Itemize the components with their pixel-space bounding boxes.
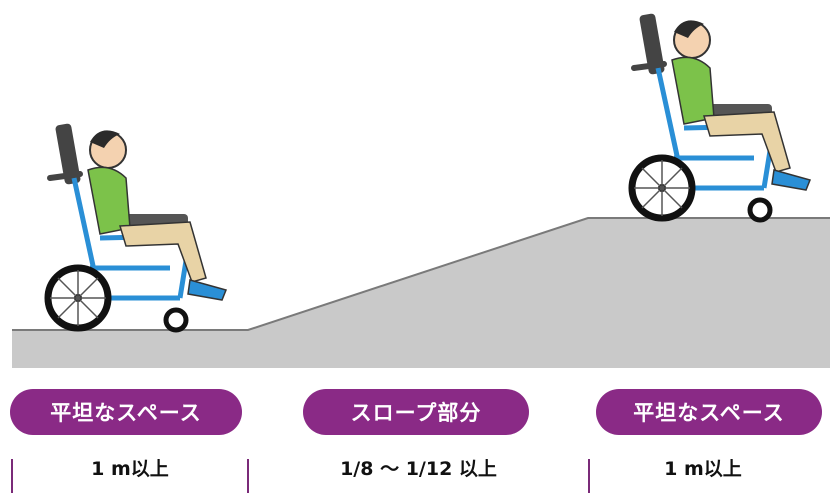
measure-flat-right: 1 m以上 — [664, 458, 742, 480]
section-label-flat-right: 平坦なスペース — [596, 389, 822, 435]
ground-surface-line — [12, 217, 830, 331]
wheelchair-user-left-icon — [44, 123, 228, 333]
wheelchair-user-right-icon — [628, 13, 812, 223]
measure-flat-left: 1 m以上 — [91, 458, 169, 480]
dimension-tick — [588, 459, 590, 493]
measure-slope: 1/8 〜 1/12 以上 — [340, 458, 497, 480]
dimension-tick — [247, 459, 249, 493]
dimension-tick — [11, 459, 13, 493]
section-label-flat-left: 平坦なスペース — [10, 389, 242, 435]
section-label-slope: スロープ部分 — [303, 389, 529, 435]
